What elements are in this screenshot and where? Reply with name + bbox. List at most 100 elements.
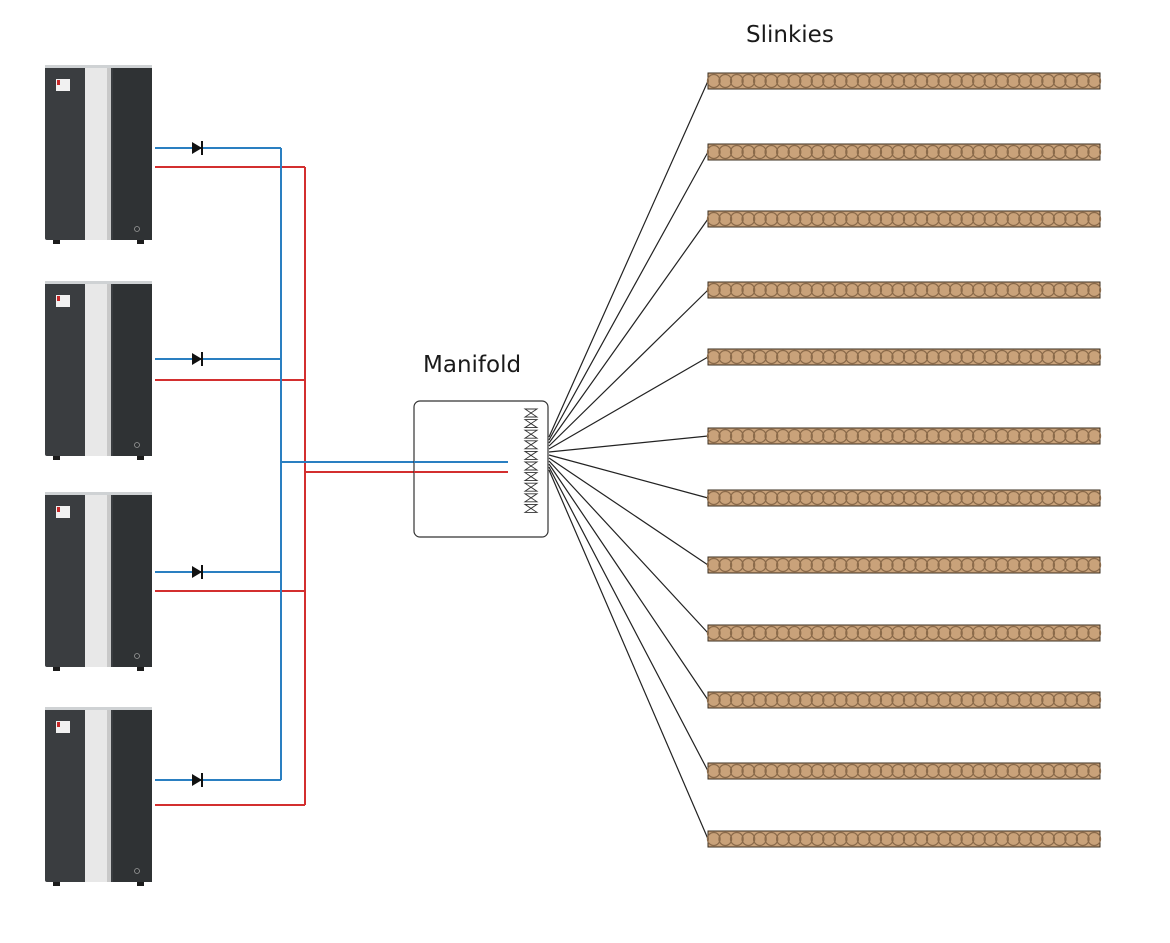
- slinky-loop: [822, 490, 837, 506]
- manifold-valve-icon: [523, 507, 539, 513]
- slinky-coil: [706, 72, 1102, 90]
- slinky-loop: [1052, 831, 1067, 847]
- heat-pump-side-panel: [113, 710, 152, 882]
- slinky-loop: [902, 763, 917, 779]
- heat-pump-side-panel: [113, 495, 152, 667]
- slinky-loop: [764, 692, 779, 708]
- slinky-coil: [706, 489, 1102, 507]
- slinky-loop: [948, 282, 963, 298]
- slinky-loop: [729, 144, 744, 160]
- slinky-loop: [718, 763, 733, 779]
- slinky-loop: [822, 144, 837, 160]
- slinky-loop: [1041, 428, 1056, 444]
- slinky-loop: [764, 490, 779, 506]
- heat-pump-foot: [53, 240, 60, 244]
- slinky-loop: [729, 557, 744, 573]
- slinky-loop: [879, 211, 894, 227]
- slinky-loop: [868, 211, 883, 227]
- slinky-loop: [729, 211, 744, 227]
- slinky-connector-line: [548, 463, 709, 701]
- slinky-loop: [879, 557, 894, 573]
- slinky-loop: [706, 144, 721, 160]
- slinky-loop: [787, 144, 802, 160]
- slinky-loop: [1075, 557, 1090, 573]
- slinky-loop: [995, 73, 1009, 89]
- manifold-valve-icon: [523, 412, 539, 418]
- heat-pump-top-edge: [45, 707, 152, 710]
- slinky-loop: [799, 625, 813, 641]
- slinky-loop: [752, 428, 767, 444]
- heat-pump-indicator: [57, 80, 60, 85]
- slinky-loop: [868, 144, 883, 160]
- slinky-loop: [764, 763, 779, 779]
- slinky-loop: [1052, 625, 1067, 641]
- slinky-coil: [706, 348, 1102, 366]
- slinky-loop: [983, 282, 998, 298]
- slinky-connector-line: [548, 466, 709, 772]
- slinky-loop: [775, 490, 790, 506]
- manifold-valve-icon: [523, 465, 539, 471]
- slinky-loop: [879, 692, 894, 708]
- slinky-loop: [1006, 282, 1021, 298]
- slinky-loop: [971, 557, 986, 573]
- slinky-loop: [995, 692, 1009, 708]
- slinky-loop: [868, 692, 883, 708]
- slinky-loop: [741, 349, 756, 365]
- slinky-loop: [1041, 490, 1056, 506]
- slinky-loop: [1052, 763, 1067, 779]
- slinky-loop: [764, 625, 779, 641]
- slinky-loop: [868, 625, 883, 641]
- slinky-loop: [971, 144, 986, 160]
- manifold-valve-icon: [523, 476, 539, 482]
- slinky-loop: [995, 490, 1009, 506]
- slinky-loop: [914, 349, 929, 365]
- slinky-loop: [741, 144, 756, 160]
- slinky-loop: [1006, 428, 1021, 444]
- check-valve-icon: [192, 142, 202, 154]
- slinky-loop: [983, 490, 998, 506]
- manifold-valve-icon: [523, 429, 539, 435]
- slinky-loop: [868, 282, 883, 298]
- slinky-loop: [1087, 282, 1102, 298]
- slinky-loop: [960, 490, 975, 506]
- slinky-loop: [914, 428, 929, 444]
- slinky-loop: [1018, 282, 1033, 298]
- slinky-loop: [937, 349, 952, 365]
- slinky-loop: [775, 282, 790, 298]
- slinky-coil: [706, 427, 1102, 445]
- slinky-loop: [995, 211, 1009, 227]
- slinky-loop: [856, 625, 871, 641]
- slinky-loop: [856, 763, 871, 779]
- slinky-loop: [902, 625, 917, 641]
- slinky-loop: [902, 490, 917, 506]
- slinky-loop: [1018, 763, 1033, 779]
- slinky-loop: [856, 282, 871, 298]
- slinky-loop: [729, 763, 744, 779]
- slinky-loop: [995, 831, 1009, 847]
- slinky-loop: [833, 73, 848, 89]
- slinky-coil: [706, 556, 1102, 574]
- slinky-loop: [764, 73, 779, 89]
- slinky-loop: [1018, 428, 1033, 444]
- slinky-loop: [1052, 282, 1067, 298]
- slinky-loop: [960, 211, 975, 227]
- slinky-loop: [971, 282, 986, 298]
- slinky-loop: [729, 692, 744, 708]
- slinky-loop: [1064, 73, 1079, 89]
- slinky-loop: [868, 73, 883, 89]
- slinky-loop: [937, 625, 952, 641]
- slinky-loop: [833, 763, 848, 779]
- slinky-loop: [1018, 211, 1033, 227]
- slinky-loop: [799, 692, 813, 708]
- slinky-loop: [810, 428, 825, 444]
- slinky-connector-line: [548, 469, 709, 840]
- slinky-loop: [775, 349, 790, 365]
- slinky-loop: [971, 349, 986, 365]
- slinky-loop: [810, 692, 825, 708]
- slinky-loop: [1006, 625, 1021, 641]
- slinky-loop: [1087, 428, 1102, 444]
- slinky-loop: [1029, 625, 1044, 641]
- slinky-loop: [799, 73, 813, 89]
- slinky-loop: [983, 831, 998, 847]
- slinky-connector-line: [548, 460, 709, 634]
